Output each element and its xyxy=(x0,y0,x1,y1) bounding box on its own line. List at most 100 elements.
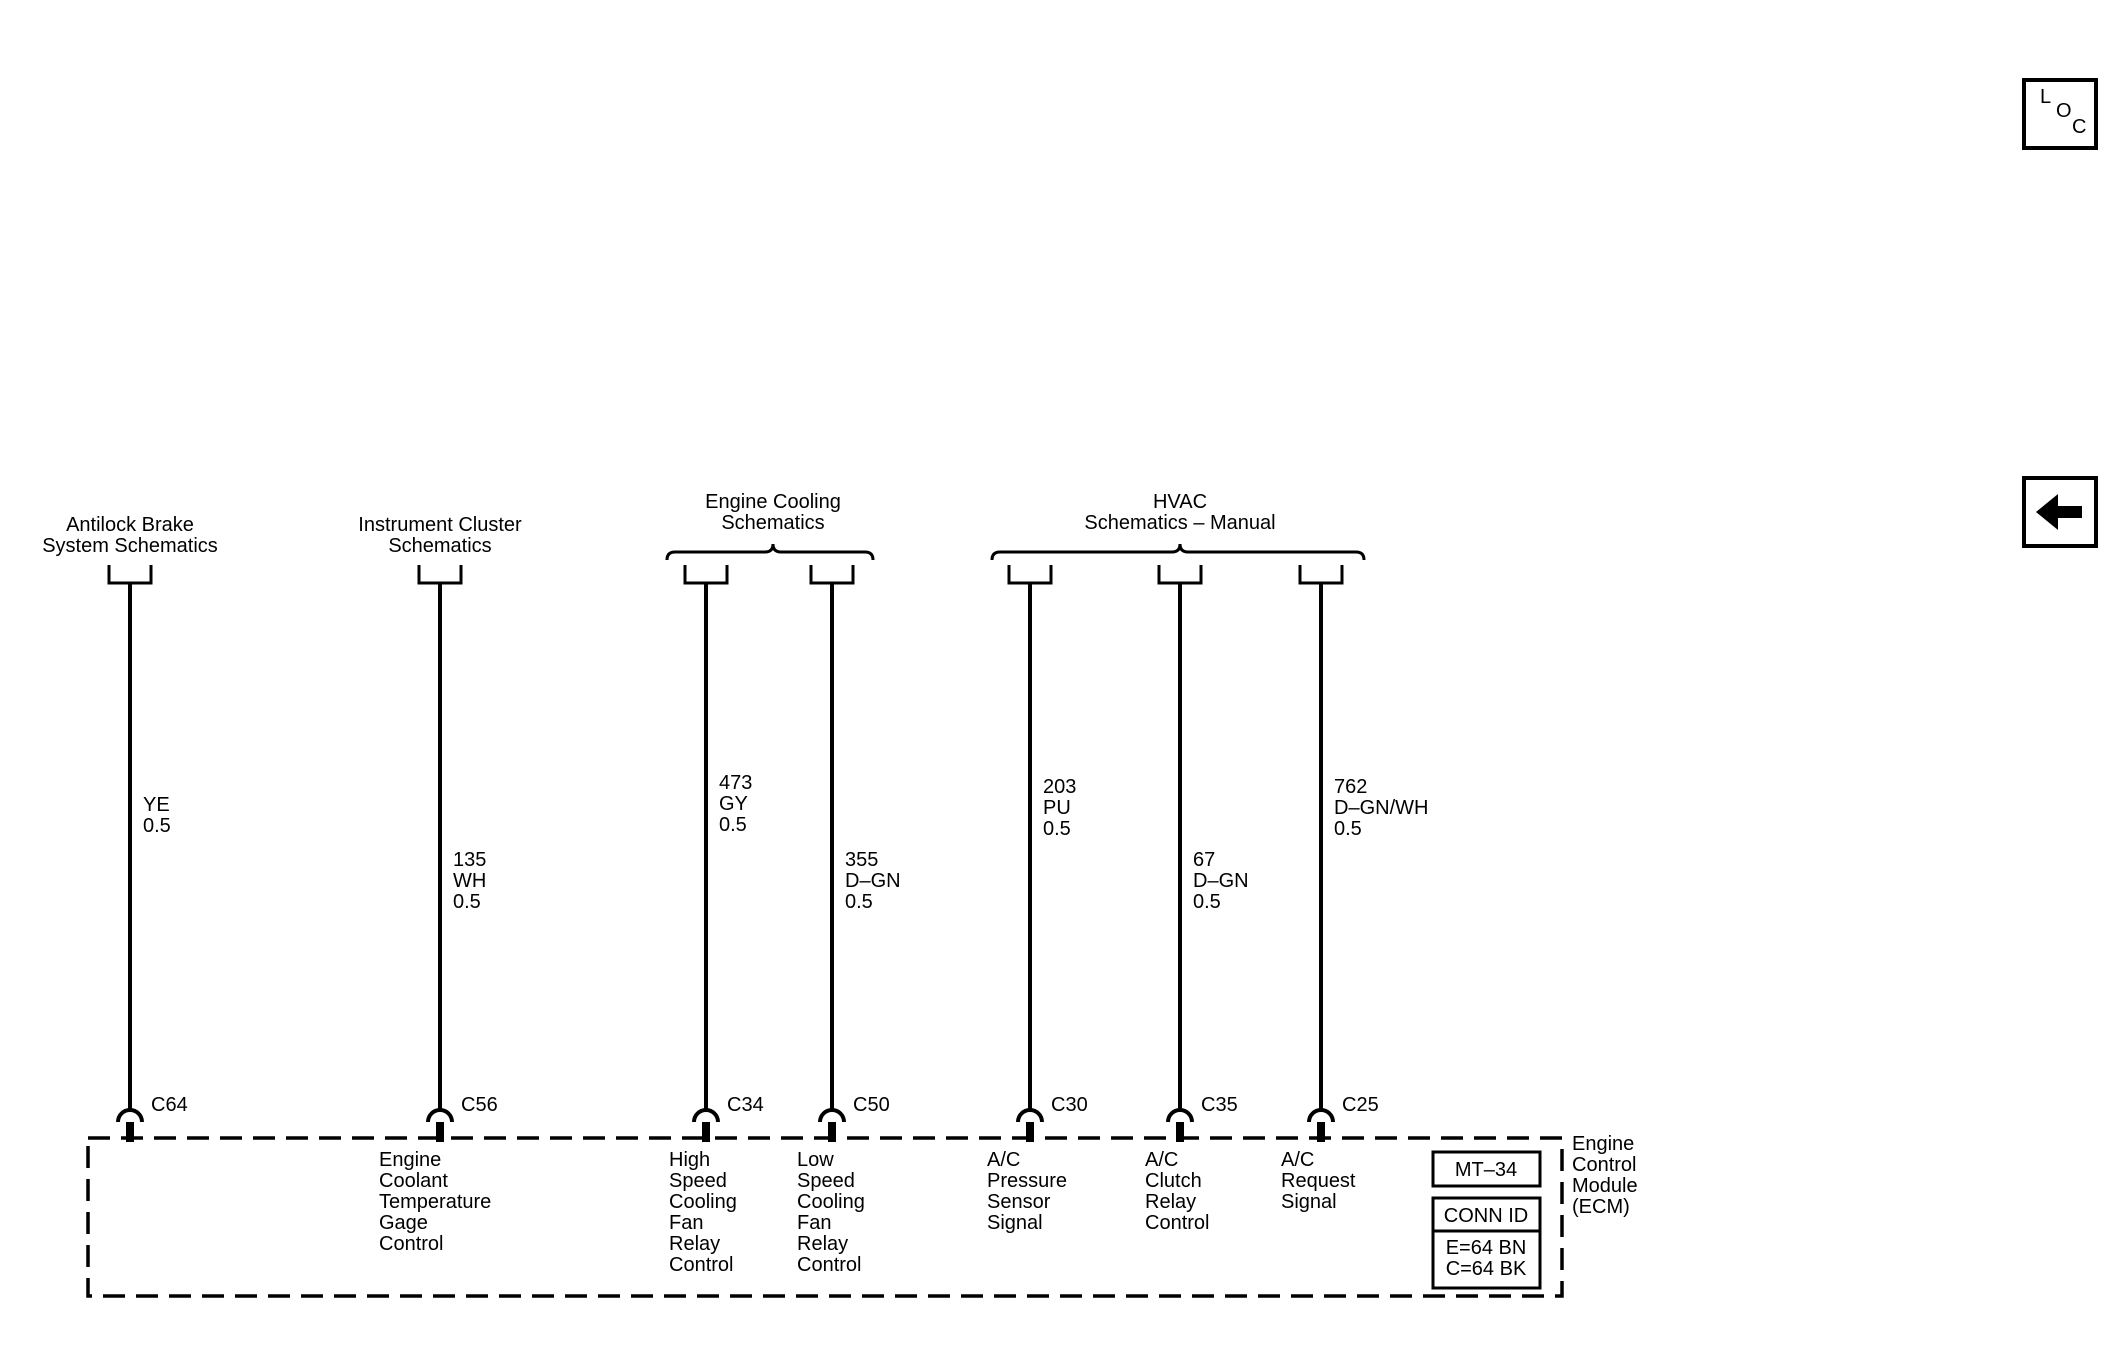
wire-label-line: GY xyxy=(719,793,748,815)
function-label-line: Fan xyxy=(669,1212,703,1234)
wire-label-line: 762 xyxy=(1334,776,1367,798)
destination-hvac-line-1: HVAC xyxy=(1153,491,1207,513)
pin-label: C30 xyxy=(1051,1094,1088,1116)
pin-connector-icon xyxy=(426,1108,454,1123)
conn-id-line-2: C=64 BK xyxy=(1446,1258,1527,1280)
wire-label-line: D–GN xyxy=(845,870,901,892)
destination-cooling-line-2: Schematics xyxy=(721,512,824,534)
conn-id-line-1: E=64 BN xyxy=(1446,1237,1527,1259)
loc-letter-l: L xyxy=(2040,86,2052,108)
pin-stub xyxy=(126,1122,134,1142)
wire-label-line: D–GN xyxy=(1193,870,1249,892)
function-label-line: Low xyxy=(797,1149,834,1171)
pin-stub xyxy=(1026,1122,1034,1142)
function-label-line: Temperature xyxy=(379,1191,491,1213)
pin-stub xyxy=(702,1122,710,1142)
destination-instrument-cluster[interactable]: Instrument Cluster Schematics xyxy=(358,514,522,557)
wire-label-line: 355 xyxy=(845,849,878,871)
pin-connector-icon xyxy=(818,1108,846,1123)
wire-label-line: 0.5 xyxy=(453,891,481,913)
module-name-line-4: (ECM) xyxy=(1572,1196,1630,1218)
module-name-line-3: Module xyxy=(1572,1175,1638,1197)
pin-connector-icon xyxy=(1016,1108,1044,1123)
function-label-line: Request xyxy=(1281,1170,1356,1192)
function-label-line: Relay xyxy=(669,1233,720,1255)
pin-label: C56 xyxy=(461,1094,498,1116)
wire-label-line: 0.5 xyxy=(1193,891,1221,913)
circuits: C64YE0.5C56135WH0.5EngineCoolantTemperat… xyxy=(107,565,1428,1276)
wire-label-line: 473 xyxy=(719,772,752,794)
harness-connector-icon xyxy=(417,565,463,585)
conn-id-title: CONN ID xyxy=(1444,1205,1528,1227)
function-label-line: Control xyxy=(379,1233,443,1255)
circuit-c50[interactable]: C50355D–GN0.5LowSpeedCoolingFanRelayCont… xyxy=(797,565,901,1276)
function-label-line: Engine xyxy=(379,1149,441,1171)
destination-engine-cooling[interactable]: Engine Cooling Schematics xyxy=(705,491,841,534)
wire-label-line: D–GN/WH xyxy=(1334,797,1428,819)
circuit-c34[interactable]: C34473GY0.5HighSpeedCoolingFanRelayContr… xyxy=(669,565,764,1276)
wire-label-line: 203 xyxy=(1043,776,1076,798)
function-label-line: Fan xyxy=(797,1212,831,1234)
destination-ipc-line-2: Schematics xyxy=(388,535,491,557)
destination-abs[interactable]: Antilock Brake System Schematics xyxy=(42,514,218,557)
wire-label-line: 0.5 xyxy=(719,814,747,836)
function-label-line: Sensor xyxy=(987,1191,1051,1213)
pin-stub xyxy=(436,1122,444,1142)
destination-ipc-line-1: Instrument Cluster xyxy=(358,514,522,536)
harness-connector-icon xyxy=(809,565,855,585)
function-label-line: A/C xyxy=(1281,1149,1314,1171)
function-label-line: Relay xyxy=(1145,1191,1196,1213)
function-label-line: A/C xyxy=(1145,1149,1178,1171)
pin-connector-icon xyxy=(1307,1108,1335,1123)
location-code-box[interactable]: MT–34 xyxy=(1431,1150,1542,1188)
wire-label-line: 135 xyxy=(453,849,486,871)
function-label-line: Control xyxy=(1145,1212,1209,1234)
loc-letter-o: O xyxy=(2056,100,2072,122)
location-code: MT–34 xyxy=(1455,1159,1517,1181)
module-name-line-1: Engine xyxy=(1572,1133,1634,1155)
wire-label-line: PU xyxy=(1043,797,1071,819)
circuit-c56[interactable]: C56135WH0.5EngineCoolantTemperatureGageC… xyxy=(379,565,498,1255)
ecm-module-outline xyxy=(86,1136,1564,1298)
function-label-line: Speed xyxy=(797,1170,855,1192)
loc-letter-c: C xyxy=(2072,116,2087,138)
wire-label-line: WH xyxy=(453,870,486,892)
function-label-line: Pressure xyxy=(987,1170,1067,1192)
conn-id-box[interactable]: CONN ID E=64 BN C=64 BK xyxy=(1431,1196,1542,1290)
harness-connector-icon xyxy=(1298,565,1344,585)
wire-label-line: 0.5 xyxy=(1334,818,1362,840)
brace-engine-cooling xyxy=(665,543,875,561)
pin-connector-icon xyxy=(1166,1108,1194,1123)
harness-connector-icon xyxy=(1157,565,1203,585)
module-name-line-2: Control xyxy=(1572,1154,1636,1176)
function-label-line: A/C xyxy=(987,1149,1020,1171)
function-label-line: Control xyxy=(797,1254,861,1276)
brace-hvac xyxy=(990,543,1366,561)
function-label-line: Signal xyxy=(1281,1191,1337,1213)
pin-stub xyxy=(1317,1122,1325,1142)
function-label-line: Control xyxy=(669,1254,733,1276)
pin-label: C64 xyxy=(151,1094,188,1116)
wire-label-line: 0.5 xyxy=(1043,818,1071,840)
pin-stub xyxy=(828,1122,836,1142)
pin-label: C35 xyxy=(1201,1094,1238,1116)
wire-label-line: 0.5 xyxy=(143,815,171,837)
function-label-line: Cooling xyxy=(797,1191,865,1213)
pin-stub xyxy=(1176,1122,1184,1142)
destination-hvac[interactable]: HVAC Schematics – Manual xyxy=(1084,491,1275,534)
destination-abs-line-1: Antilock Brake xyxy=(66,514,194,536)
function-label-line: Gage xyxy=(379,1212,428,1234)
pin-connector-icon xyxy=(692,1108,720,1123)
pin-connector-icon xyxy=(116,1108,144,1123)
back-button[interactable] xyxy=(2022,476,2098,548)
function-label-line: Clutch xyxy=(1145,1170,1202,1192)
function-label-line: Relay xyxy=(797,1233,848,1255)
loc-button[interactable]: L O C xyxy=(2022,78,2098,150)
harness-connector-icon xyxy=(683,565,729,585)
function-label-line: Speed xyxy=(669,1170,727,1192)
arrow-left-icon xyxy=(2036,494,2082,530)
